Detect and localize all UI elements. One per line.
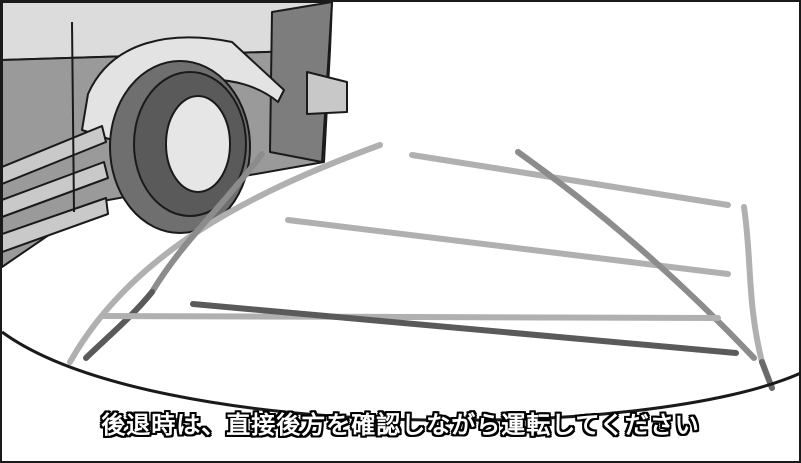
bumper-edge-arc: [2, 330, 799, 422]
left-inner-guide-line-near: [83, 289, 155, 361]
caption-band: 後退時は、直接後方を確認しながら運転してください: [2, 398, 799, 446]
right-outer-guide-line: [741, 204, 765, 365]
near-distance-line: [190, 301, 739, 356]
far-distance-line: [409, 152, 731, 208]
safety-caption: 後退時は、直接後方を確認しながら運転してください: [101, 410, 700, 439]
parked-truck-icon: [2, 2, 348, 268]
left-inner-guide-line: [149, 151, 265, 295]
parking-guide-lines-icon: [67, 142, 775, 391]
right-inner-guide-line: [515, 149, 757, 361]
near-baseline: [99, 313, 721, 321]
